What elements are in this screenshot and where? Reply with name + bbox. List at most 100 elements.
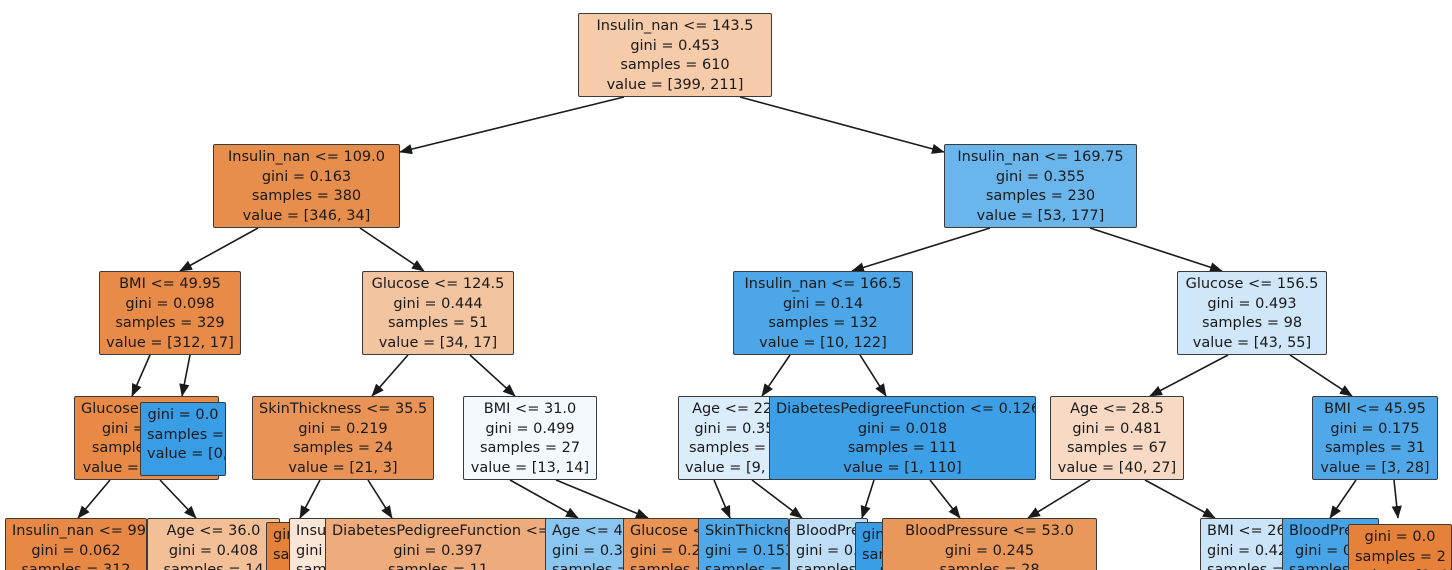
node-insul-bottom-faint-samples: samples = 1 bbox=[296, 562, 342, 570]
edge-n10-right bbox=[555, 479, 649, 519]
node-bmi-31-condition: BMI <= 31.0 bbox=[483, 401, 577, 417]
node-leaf-bottom-b-samples: samples = 5 bbox=[862, 546, 887, 563]
node-glucose-bottom-gini: gini = 0.26 bbox=[630, 542, 706, 559]
edge-n5-left bbox=[761, 354, 791, 397]
node-insulin-99-condition: Insulin_nan <= 99.5 bbox=[12, 523, 147, 539]
node-age-28-gini: gini = 0.481 bbox=[1072, 420, 1162, 437]
edge-n4-right bbox=[469, 354, 516, 397]
node-dpf-bottom-samples: samples = 11 bbox=[387, 562, 489, 570]
node-age-36-samples: samples = 14 bbox=[163, 562, 264, 570]
node-glucose-156-condition: Glucose <= 156.5 bbox=[1185, 276, 1319, 292]
node-insulin-166-gini: gini = 0.14 bbox=[782, 295, 864, 312]
node-age-36-gini: gini = 0.408 bbox=[168, 542, 259, 559]
node-glucose-124-condition: Glucose <= 124.5 bbox=[371, 276, 505, 292]
node-skinthickness-35-value: value = [21, 3] bbox=[288, 459, 398, 476]
edge-n10-left bbox=[509, 479, 579, 519]
node-dpf-bottom-condition: DiabetesPedigreeFunction <= 0.28 bbox=[332, 523, 551, 539]
node-bloodpressure-bottom-light-condition: BloodPressure <= 71.0 bbox=[796, 523, 867, 539]
edge-n4-left bbox=[371, 354, 409, 397]
node-skinthickness-35-condition: SkinThickness <= 35.5 bbox=[259, 401, 428, 417]
node-age-left-occluded-gini: gini = 0.355 bbox=[694, 420, 784, 437]
node-age-bottom-condition: Age <= 42.5 bbox=[552, 523, 628, 539]
node-bloodpressure-53-gini: gini = 0.245 bbox=[944, 542, 1035, 559]
node-bmi-49-value: value = [312, 17] bbox=[106, 334, 234, 351]
node-bmi-45-gini: gini = 0.175 bbox=[1330, 420, 1420, 437]
root-node-value: value = [399, 211] bbox=[606, 76, 744, 93]
root-node-gini: gini = 0.453 bbox=[630, 37, 720, 54]
edge-n14-left bbox=[1329, 479, 1357, 519]
node-insulin-99-gini: gini = 0.062 bbox=[31, 542, 121, 559]
node-dpf-0126-value: value = [1, 110] bbox=[843, 459, 962, 476]
node-age-36-condition: Age <= 36.0 bbox=[166, 523, 261, 539]
node-age-left-occluded-samples: samples = 21 bbox=[688, 440, 790, 456]
node-leaf-bottom-c-value: value = [2, 0] bbox=[1355, 567, 1451, 570]
node-bmi-31-samples: samples = 27 bbox=[479, 440, 581, 456]
node-leaf-bottom-c-samples: samples = 2 bbox=[1355, 548, 1446, 565]
node-skinthickness-35-gini: gini = 0.219 bbox=[298, 420, 388, 437]
node-insulin-166-value: value = [10, 122] bbox=[759, 334, 887, 351]
edge-n12-right bbox=[929, 479, 961, 519]
edge-n9-right bbox=[367, 479, 393, 519]
node-skinthickness-35-samples: samples = 24 bbox=[292, 440, 394, 456]
node-dpf-bottom-gini: gini = 0.397 bbox=[393, 542, 483, 559]
node-bloodpressure-bottom-light-samples: samples = 9 bbox=[796, 562, 867, 570]
node-glucose-124-value: value = [34, 17] bbox=[378, 334, 498, 351]
edge-root-left bbox=[399, 96, 625, 155]
edge-n3-right bbox=[179, 354, 191, 397]
node-leaf-bottom-b-gini: gini = 0.0 bbox=[862, 527, 888, 543]
edge-n11-right bbox=[751, 479, 803, 519]
edge-n7-left bbox=[77, 479, 111, 519]
node-bmi-bottom-samples: samples = 10 bbox=[1207, 562, 1285, 570]
node-skinthickness-bottom-gini: gini = 0.153 bbox=[705, 542, 789, 559]
edge-n6-left bbox=[1149, 354, 1229, 397]
node-insulin-169-gini: gini = 0.355 bbox=[995, 168, 1086, 185]
node-insulin-169-samples: samples = 230 bbox=[985, 188, 1096, 204]
node-insulin-166-samples: samples = 132 bbox=[768, 315, 878, 331]
edge-n5-right bbox=[859, 354, 887, 397]
node-leaf-bottom-a-value: value = [2, 0] bbox=[273, 565, 298, 570]
node-bmi-bottom-gini: gini = 0.42 bbox=[1207, 542, 1286, 559]
edge-root-right bbox=[739, 96, 945, 154]
edge-n13-right bbox=[1144, 479, 1216, 519]
node-age-28-value: value = [40, 27] bbox=[1057, 459, 1177, 476]
node-age-left-occluded-condition: Age <= 22.5 bbox=[692, 401, 786, 417]
root-node-condition: Insulin_nan <= 143.5 bbox=[596, 18, 754, 34]
edge-n11-left bbox=[713, 479, 731, 519]
edge-n6-right bbox=[1289, 354, 1353, 397]
edge-n14-right bbox=[1391, 479, 1402, 519]
node-glucose-124-gini: gini = 0.444 bbox=[393, 295, 483, 312]
node-leaf-gini-0-left-value: value = [0, 3] bbox=[147, 446, 226, 462]
root-node: Insulin_nan <= 143.5 gini = 0.453 samples … bbox=[578, 13, 772, 97]
node-glucose-156-samples: samples = 98 bbox=[1201, 315, 1303, 331]
node-leaf-bottom-c-gini: gini = 0.0 bbox=[1364, 529, 1436, 545]
node-age-bottom-gini: gini = 0.35 bbox=[552, 542, 629, 559]
node-bloodpressure-53-samples: samples = 28 bbox=[939, 562, 1040, 570]
node-bmi-49-condition: BMI <= 49.95 bbox=[119, 276, 221, 292]
edge-n12-left bbox=[860, 479, 875, 519]
node-age-bottom-samples: samples = 13 bbox=[552, 562, 628, 570]
node-insulin-109-samples: samples = 380 bbox=[251, 188, 362, 204]
edge-n1-left bbox=[179, 227, 259, 272]
root-node-samples: samples = 610 bbox=[620, 57, 730, 73]
node-glucose-bottom-condition: Glucose <= 99.5 bbox=[630, 523, 705, 539]
node-insulin-169-value: value = [53, 177] bbox=[976, 207, 1105, 224]
edge-n2-right bbox=[1089, 227, 1223, 273]
node-leaf-gini-0-left-gini: gini = 0.0 bbox=[147, 407, 219, 423]
node-bmi-49-gini: gini = 0.098 bbox=[125, 295, 215, 312]
node-skinthickness-bottom-condition: SkinThickness <= 32.0 bbox=[705, 523, 788, 539]
node-age-left-occluded-value: value = [9, 12] bbox=[685, 459, 795, 476]
node-insulin-109-condition: Insulin_nan <= 109.0 bbox=[227, 149, 385, 165]
